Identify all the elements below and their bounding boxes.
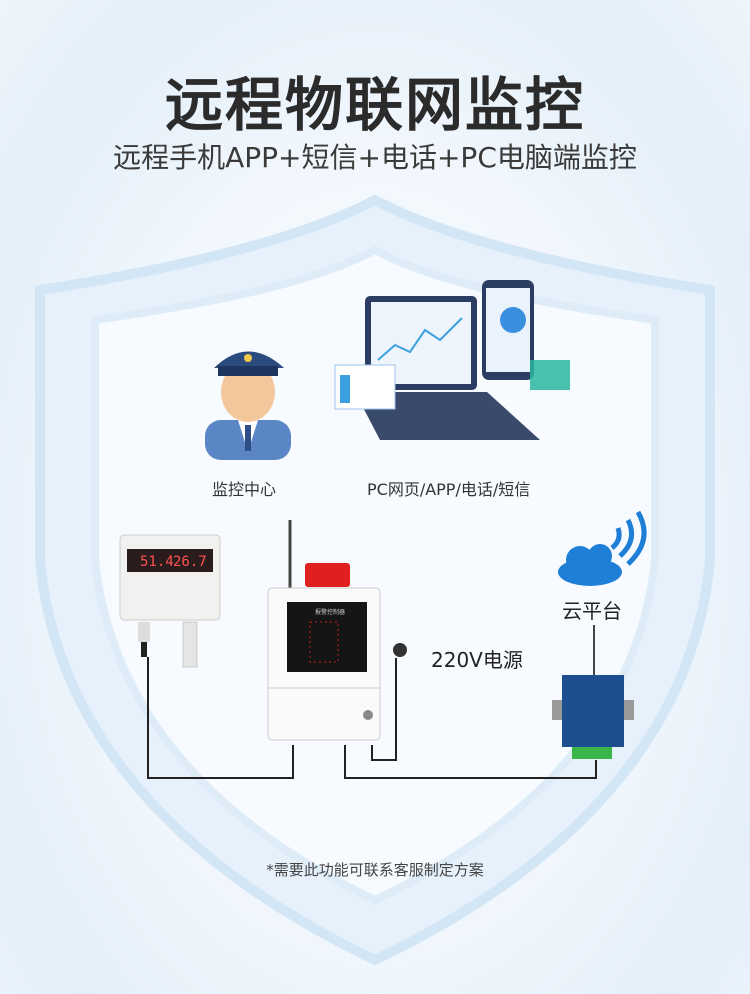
cloud-icon [558, 544, 622, 586]
gateway-device [552, 625, 634, 759]
footer-note: *需要此功能可联系客服制定方案 [266, 861, 484, 879]
monitor-center-label: 监控中心 [212, 480, 277, 499]
temperature-humidity-sensor [119, 534, 221, 668]
laptop-icon [334, 296, 540, 440]
wifi-signal-icon [610, 510, 647, 566]
controller-label: 报警控制器 [315, 608, 345, 616]
wiring [147, 657, 597, 779]
officer-icon [205, 351, 291, 460]
page-subtitle: 远程手机APP+短信+电话+PC电脑端监控 [113, 141, 637, 174]
alarm-controller [267, 520, 407, 741]
sensor-humidity-value: 51.4 [140, 554, 174, 570]
sensor-temp-value: 26.7 [173, 554, 207, 570]
phone-icon [482, 280, 570, 390]
power-label: 220V电源 [431, 648, 523, 672]
page-title: 远程物联网监控 [164, 71, 585, 139]
cloud-platform-label: 云平台 [562, 599, 622, 623]
channels-label: PC网页/APP/电话/短信 [367, 480, 531, 499]
